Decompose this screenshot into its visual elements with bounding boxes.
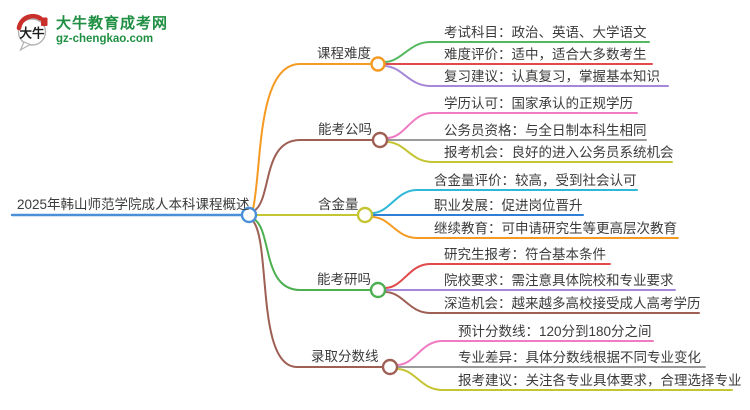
branch-node-circle-1[interactable] bbox=[370, 56, 386, 72]
root-node-label[interactable]: 2025年韩山师范学院成人本科课程概述 bbox=[17, 197, 250, 212]
branch-node-circle-3[interactable] bbox=[356, 206, 374, 224]
leaf-line-5-1 bbox=[396, 340, 654, 366]
leaf-label-4-2[interactable]: 院校要求：需注意具体院校和专业要求 bbox=[444, 273, 674, 288]
branch-label-1[interactable]: 课程难度 bbox=[317, 46, 371, 61]
leaf-label-3-3[interactable]: 继续教育：可申请研究生等更高层次教育 bbox=[434, 221, 677, 236]
leaf-line-4-1 bbox=[384, 263, 611, 289]
branch-line-5 bbox=[252, 220, 384, 368]
leaf-line-2-3 bbox=[386, 141, 673, 163]
leaf-label-4-3[interactable]: 深造机会：越来越多高校接受成人高考学历 bbox=[444, 296, 701, 311]
leaf-label-2-2[interactable]: 公务员资格：与全日制本科生相同 bbox=[444, 123, 647, 138]
branch-node-circle-4[interactable] bbox=[369, 281, 387, 299]
leaf-label-1-1[interactable]: 考试科目：政治、英语、大学语文 bbox=[444, 25, 647, 40]
branch-label-5[interactable]: 录取分数线 bbox=[311, 349, 379, 364]
leaf-label-2-3[interactable]: 报考机会：良好的进入公务员系统机会 bbox=[444, 145, 674, 160]
leaf-line-1-3 bbox=[383, 65, 669, 87]
leaf-label-5-3[interactable]: 报考建议：关注各专业具体要求，合理选择专业 bbox=[458, 373, 742, 388]
site-domain: gz-chengkao.com bbox=[56, 33, 154, 45]
leaf-label-5-1[interactable]: 预计分数线：120分到180分之间 bbox=[458, 324, 652, 339]
logo-red-arc bbox=[16, 14, 43, 31]
leaf-line-3-1 bbox=[371, 189, 638, 214]
logo-bubble-tail bbox=[19, 41, 32, 52]
logo-icon-text: 大牛 bbox=[19, 26, 45, 41]
leaf-line-2-1 bbox=[386, 112, 638, 139]
leaf-label-1-2[interactable]: 难度评价：适中，适合大多数考生 bbox=[444, 47, 647, 62]
site-logo[interactable]: 大牛 大牛教育成考网 gz-chengkao.com bbox=[16, 14, 168, 54]
leaf-line-3-3 bbox=[371, 216, 679, 239]
leaf-line-1-1 bbox=[383, 41, 650, 63]
leaf-line-4-3 bbox=[384, 291, 700, 314]
site-name: 大牛教育成考网 bbox=[56, 15, 169, 32]
leaf-label-2-1[interactable]: 学历认可：国家承认的正规学历 bbox=[444, 96, 633, 111]
branch-label-4[interactable]: 能考研吗 bbox=[317, 272, 371, 287]
leaf-label-3-1[interactable]: 含金量评价：较高，受到社会认可 bbox=[434, 173, 637, 188]
root-node-circle[interactable] bbox=[240, 206, 258, 224]
leaf-label-1-3[interactable]: 复习建议：认真复习，掌握基本知识 bbox=[444, 69, 660, 84]
branch-node-circle-5[interactable] bbox=[381, 358, 399, 376]
branch-line-2 bbox=[253, 139, 374, 212]
logo-speech-bubble bbox=[17, 18, 47, 46]
leaf-label-4-1[interactable]: 研究生报考：符合基本条件 bbox=[444, 247, 606, 262]
branch-line-1 bbox=[252, 63, 373, 210]
leaf-label-3-2[interactable]: 职业发展：促进岗位晋升 bbox=[434, 198, 583, 213]
branch-line-4 bbox=[253, 218, 372, 291]
logo-bubble-icon: 大牛 bbox=[16, 14, 48, 52]
logo-seal bbox=[41, 17, 48, 26]
leaf-label-5-2[interactable]: 专业差异：具体分数线根据不同专业变化 bbox=[458, 350, 701, 365]
branch-label-2[interactable]: 能考公吗 bbox=[318, 122, 372, 137]
branch-label-3[interactable]: 含金量 bbox=[318, 197, 359, 212]
branch-node-circle-2[interactable] bbox=[371, 131, 389, 149]
leaf-line-5-3 bbox=[396, 368, 733, 391]
